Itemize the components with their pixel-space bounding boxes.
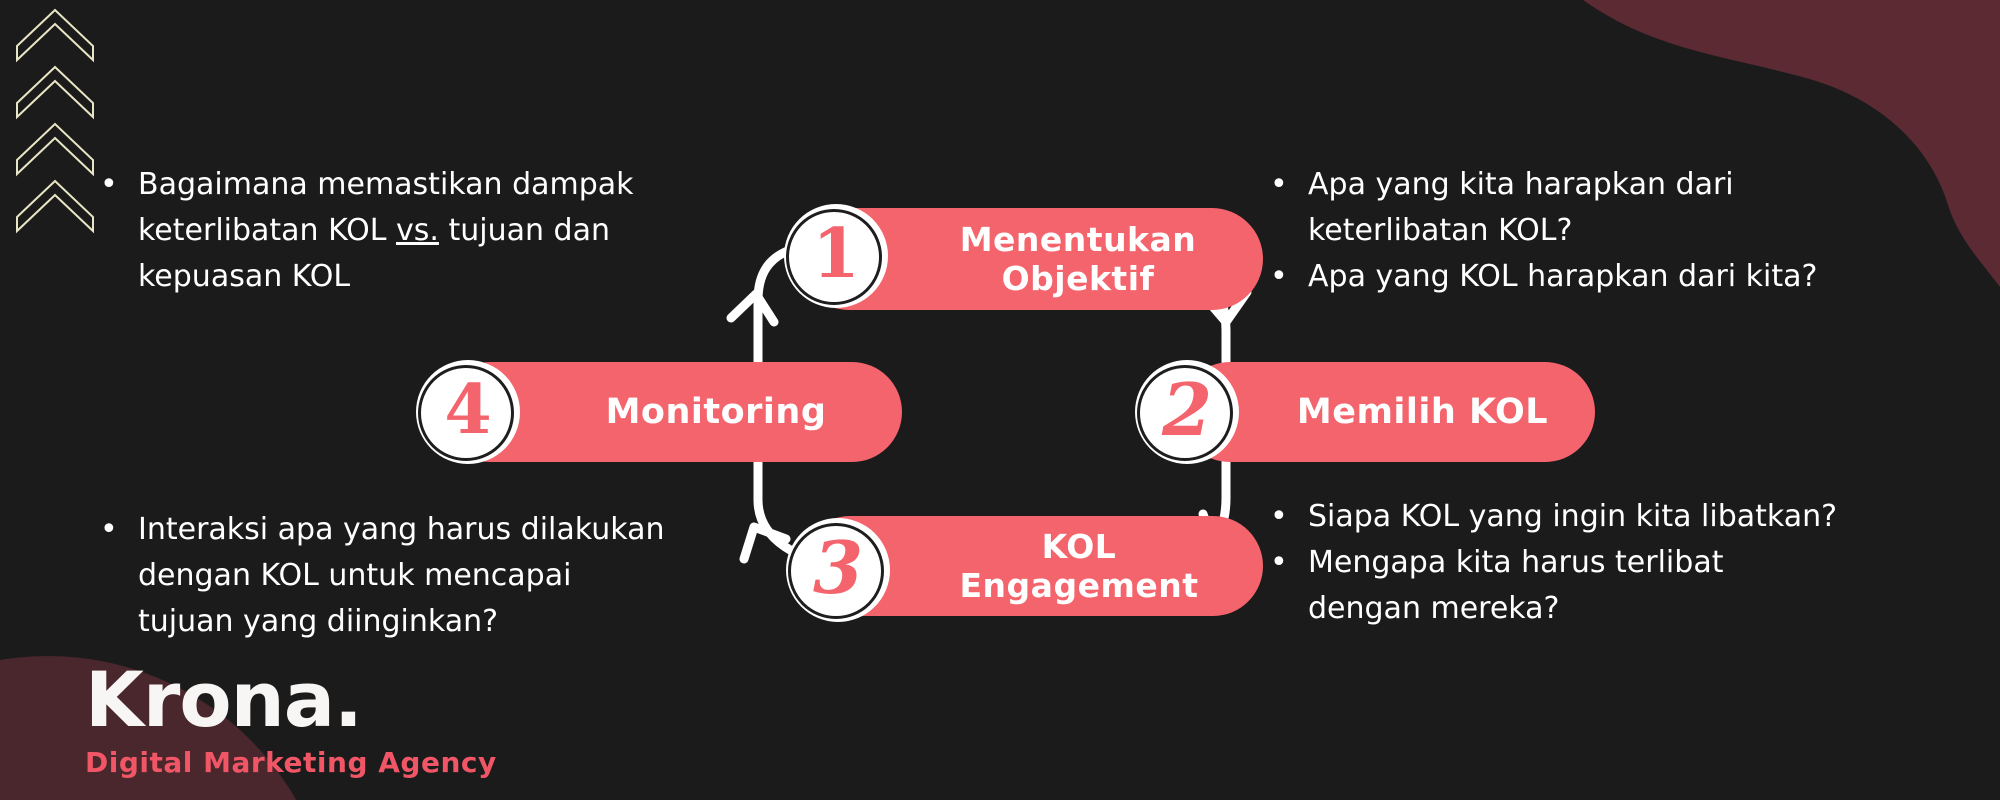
bullet-item: • Apa yang KOL harapkan dari kita? xyxy=(1270,254,1817,300)
bullet-item: • Bagaimana memastikan dampak keterlibat… xyxy=(100,162,634,300)
note-text: Apa yang kita harapkan dari keterlibatan… xyxy=(1308,167,1734,248)
chevron-up-icon xyxy=(16,122,94,177)
bullet-dot: • xyxy=(100,512,118,547)
chevron-up-icon xyxy=(16,65,94,120)
step-4-number-badge: 4 xyxy=(416,360,520,464)
note-text: Mengapa kita harus terlibat dengan merek… xyxy=(1308,545,1724,626)
step-2-label: Memilih KOL xyxy=(1296,391,1549,432)
bullet-dot: • xyxy=(1270,167,1288,202)
chevron-up-icon xyxy=(16,8,94,63)
step-3-label: KOL Engagement xyxy=(959,527,1199,605)
note-bottom-left: • Interaksi apa yang harus dilakukan den… xyxy=(100,507,664,645)
step-1-label: Menentukan Objektif xyxy=(959,220,1197,298)
arrowhead-up-icon xyxy=(739,522,791,564)
step-4-number: 4 xyxy=(444,370,492,450)
step-3-number: 3 xyxy=(812,525,864,610)
bullet-dot: • xyxy=(100,167,118,202)
logo-tagline: Digital Marketing Agency xyxy=(85,746,497,779)
note-top-left: • Bagaimana memastikan dampak keterlibat… xyxy=(100,162,634,300)
note-bottom-right: • Siapa KOL yang ingin kita libatkan? • … xyxy=(1270,494,1837,632)
step-pill-2: Memilih KOL xyxy=(1180,362,1595,462)
step-4-label: Monitoring xyxy=(605,391,827,432)
step-2-number: 2 xyxy=(1161,367,1213,452)
arrowhead-up-icon xyxy=(726,289,779,327)
chevron-up-icon xyxy=(16,179,94,234)
note-text: Siapa KOL yang ingin kita libatkan? xyxy=(1308,499,1838,534)
step-1-number: 1 xyxy=(812,214,860,294)
note-text: Apa yang KOL harapkan dari kita? xyxy=(1308,259,1818,294)
chevron-up-icons xyxy=(16,8,94,234)
bullet-dot: • xyxy=(1270,259,1288,294)
note-text: Interaksi apa yang harus dilakukan denga… xyxy=(138,512,665,639)
vs-underlined: vs. xyxy=(396,213,439,248)
bullet-item: • Apa yang kita harapkan dari keterlibat… xyxy=(1270,162,1817,254)
step-3-number-badge: 3 xyxy=(786,518,890,622)
bullet-dot: • xyxy=(1270,499,1288,534)
logo: Krona. Digital Marketing Agency xyxy=(85,655,497,780)
bullet-dot: • xyxy=(1270,545,1288,580)
step-1-number-badge: 1 xyxy=(784,204,888,308)
bullet-item: • Interaksi apa yang harus dilakukan den… xyxy=(100,507,664,645)
step-2-number-badge: 2 xyxy=(1135,360,1239,464)
bullet-item: • Mengapa kita harus terlibat dengan mer… xyxy=(1270,540,1837,632)
note-top-right: • Apa yang kita harapkan dari keterlibat… xyxy=(1270,162,1817,300)
note-text: Bagaimana memastikan dampak keterlibatan… xyxy=(138,167,634,294)
bullet-item: • Siapa KOL yang ingin kita libatkan? xyxy=(1270,494,1837,540)
logo-name: Krona. xyxy=(85,655,363,744)
